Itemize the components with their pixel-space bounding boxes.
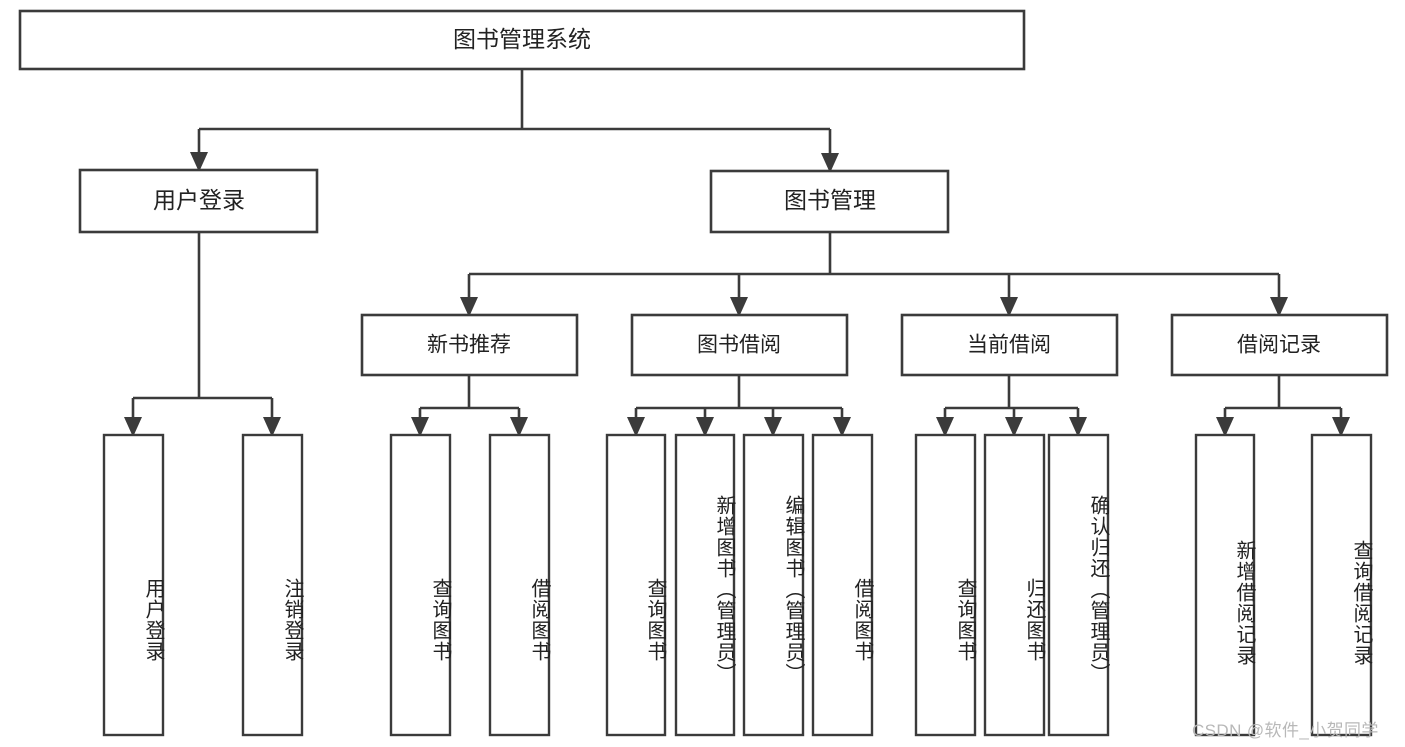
leaf-box-book-borrow-0[interactable]	[605, 433, 667, 737]
leaf-box-borrow-record-1[interactable]	[1310, 433, 1373, 737]
leaf-box-new-book-1[interactable]	[488, 433, 551, 737]
node-root-system[interactable]	[18, 9, 1026, 71]
node-current-borrow[interactable]	[900, 313, 1119, 377]
node-book-borrow[interactable]	[630, 313, 849, 377]
node-book-manage[interactable]	[709, 169, 950, 234]
connector-borrow-record-to-leaves	[1216, 375, 1350, 437]
node-new-book-recommend-label: 新书推荐	[427, 334, 511, 357]
leaf-box-book-borrow-2[interactable]	[742, 433, 805, 737]
connector-root-to-level2	[190, 69, 839, 173]
leaf-box-book-borrow-1[interactable]	[674, 433, 736, 737]
leaf-box-borrow-record-0[interactable]	[1194, 433, 1256, 737]
node-borrow-record-label: 借阅记录	[1237, 334, 1321, 357]
leaf-box-new-book-0[interactable]	[389, 433, 452, 737]
connector-book-manage-to-level3	[460, 232, 1288, 317]
leaf-box-current-borrow-0[interactable]	[914, 433, 977, 737]
connector-current-borrow-to-leaves	[936, 375, 1087, 437]
connector-user-login-to-leaves	[124, 232, 281, 437]
node-user-login-label: 用户登录	[153, 187, 245, 213]
node-new-book-recommend[interactable]	[360, 313, 579, 377]
node-current-borrow-label: 当前借阅	[967, 334, 1051, 357]
leaf-box-current-borrow-2[interactable]	[1047, 433, 1110, 737]
leaf-box-current-borrow-1[interactable]	[983, 433, 1046, 737]
leaf-box-user-login-0[interactable]	[102, 433, 165, 737]
connector-book-borrow-to-leaves	[627, 375, 851, 437]
csdn-watermark: CSDN @软件_小贺同学	[1192, 721, 1379, 740]
node-root-system-label: 图书管理系统	[453, 26, 591, 52]
connector-new-book-to-leaves	[411, 375, 528, 437]
node-book-borrow-label: 图书借阅	[697, 334, 781, 357]
node-book-manage-label: 图书管理	[784, 187, 876, 213]
leaf-box-user-login-1[interactable]	[241, 433, 304, 737]
node-user-login[interactable]	[78, 168, 319, 234]
leaf-box-book-borrow-3[interactable]	[811, 433, 874, 737]
node-borrow-record[interactable]	[1170, 313, 1389, 377]
